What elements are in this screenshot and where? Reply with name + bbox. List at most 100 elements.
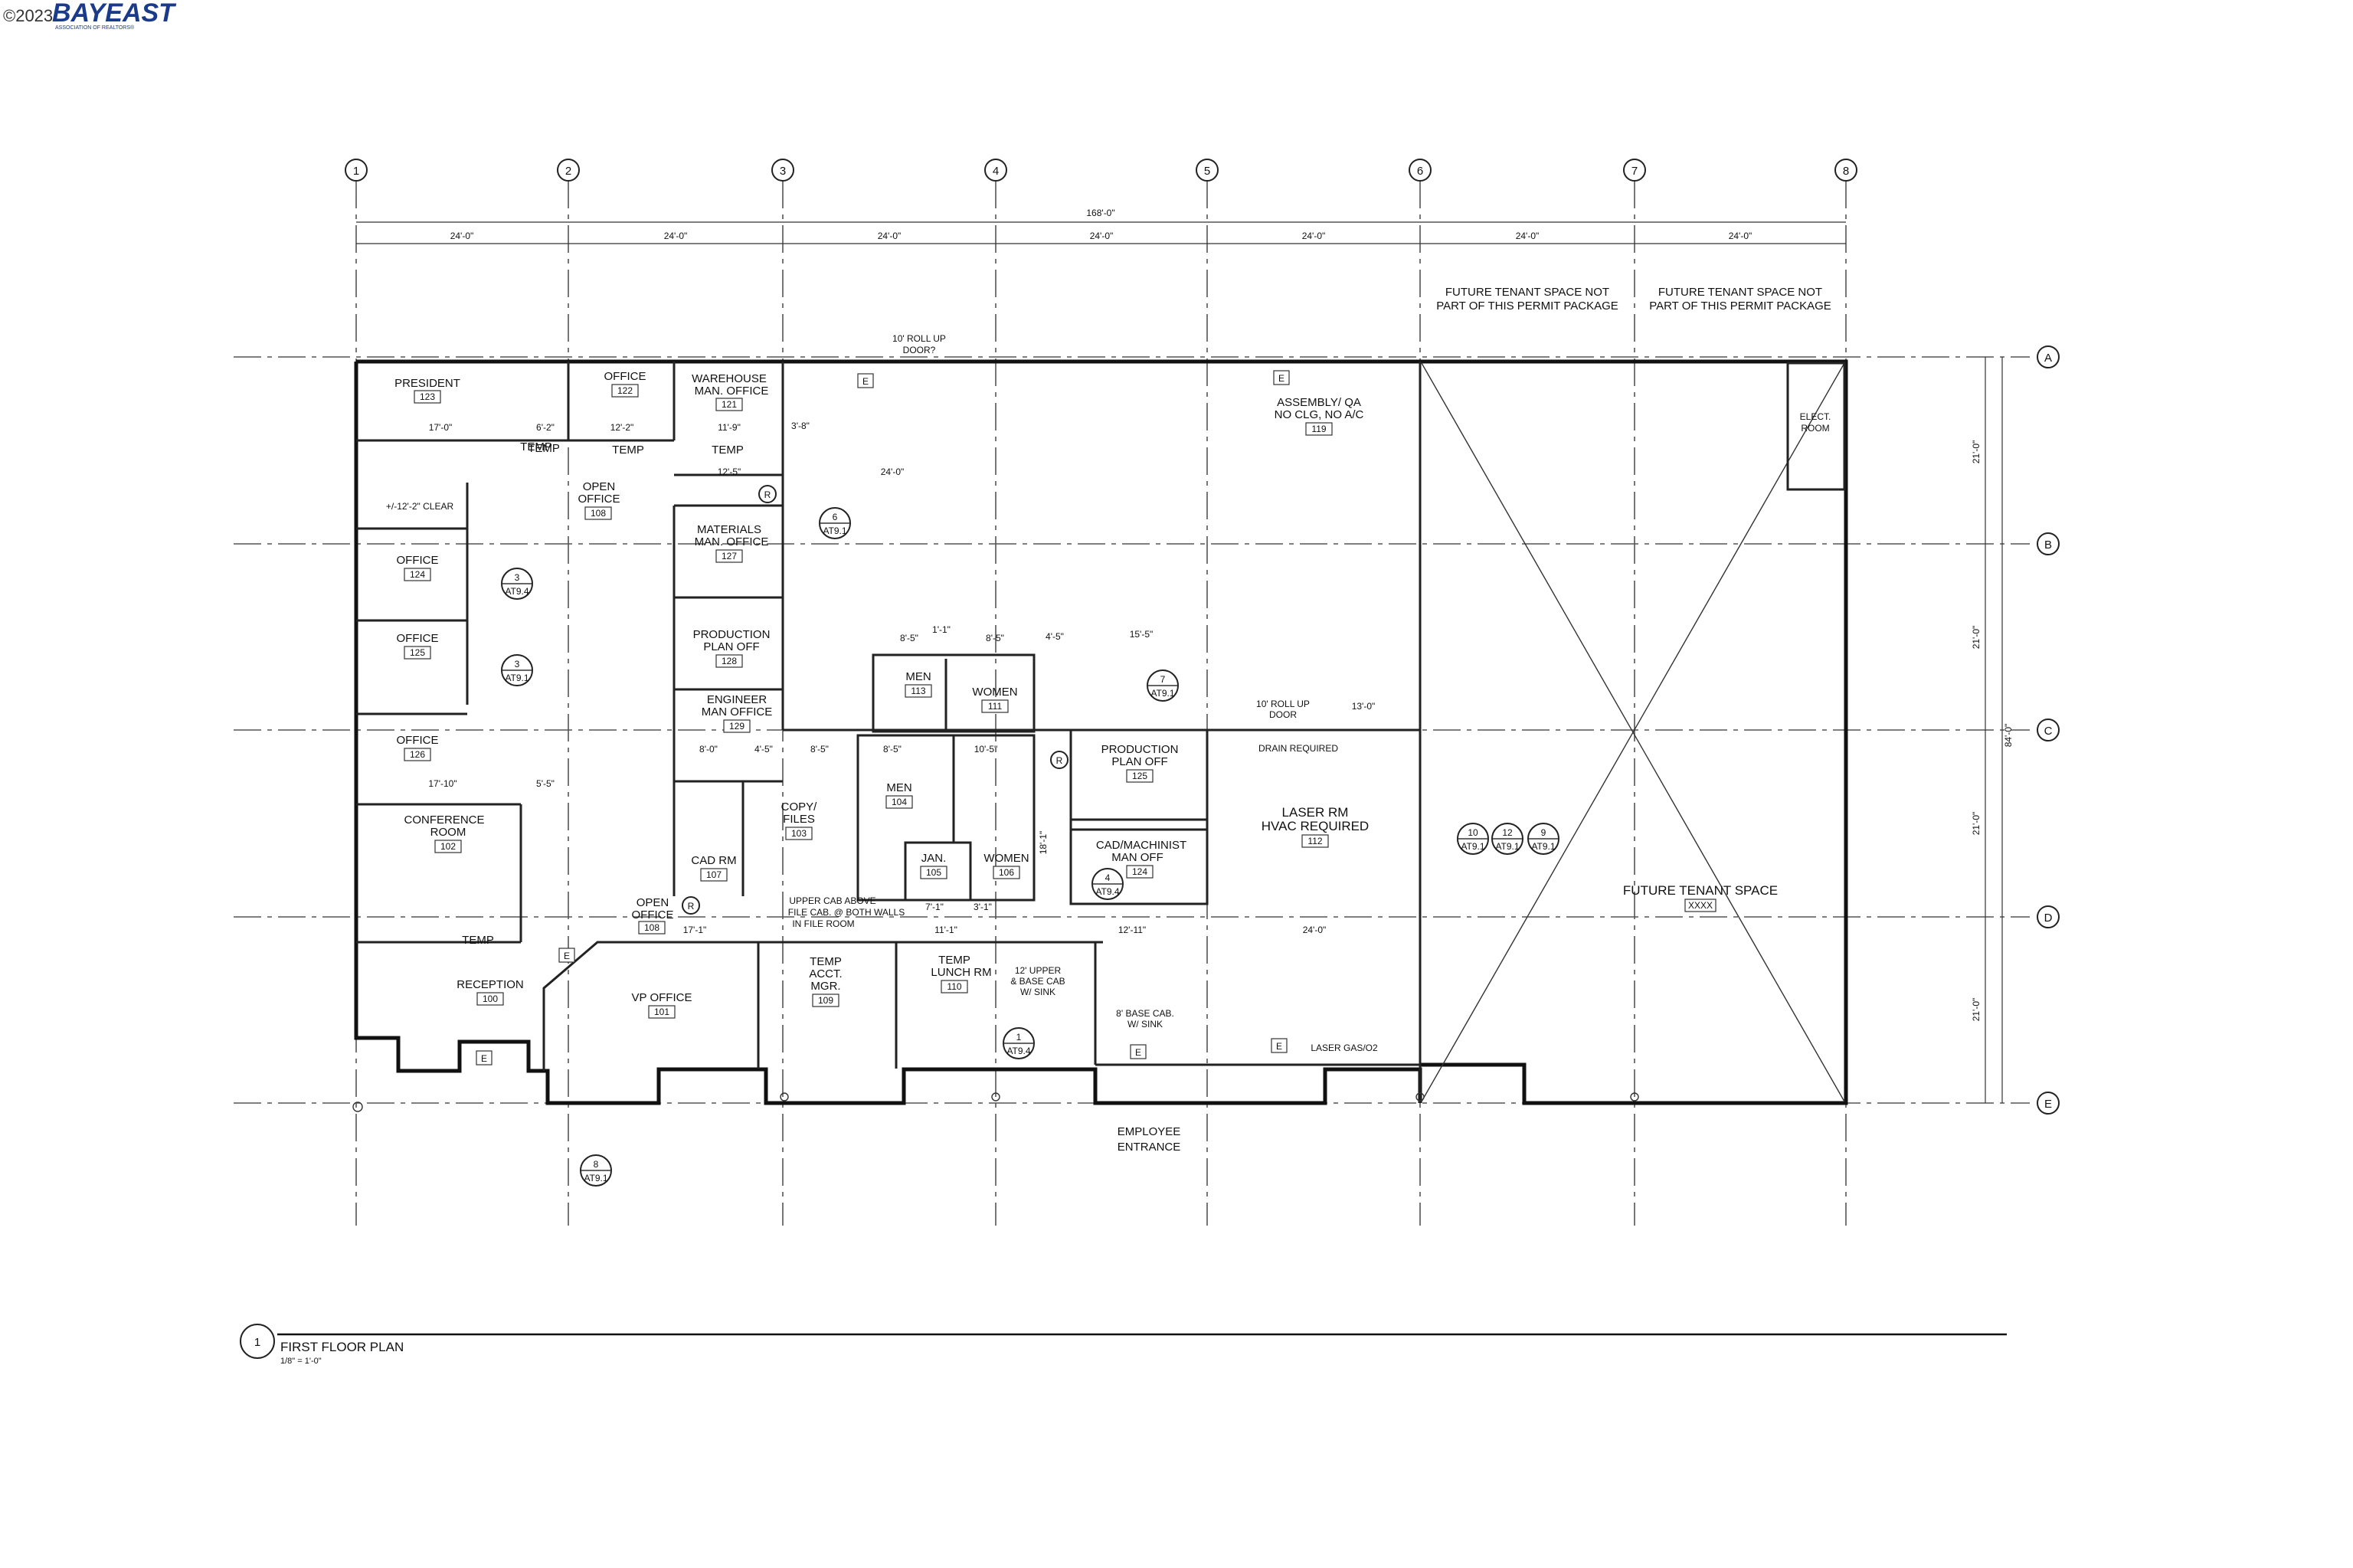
column-bubbles: 1 2 3 4 5 6 7 8: [345, 159, 1857, 182]
col-dim-6: 24'-0": [1516, 231, 1540, 241]
svg-text:HVAC REQUIRED: HVAC REQUIRED: [1262, 819, 1369, 833]
grid-bubble-A: [2037, 345, 2060, 368]
temp-label: TEMP: [520, 440, 552, 453]
svg-text:9: 9: [1541, 827, 1546, 838]
room-name-106: WOMEN: [983, 852, 1029, 865]
room-labels: PRESIDENT 123 OFFICE 122 WAREHOUSE MAN. …: [394, 370, 1778, 1019]
room-name-124: OFFICE: [397, 554, 439, 567]
room-name-123: PRESIDENT: [394, 377, 460, 390]
svg-text:17'-10": 17'-10": [428, 778, 457, 789]
grid-label-2: 2: [565, 165, 571, 178]
room-name-126: OFFICE: [397, 734, 439, 747]
svg-text:AT9.4: AT9.4: [1006, 1046, 1030, 1056]
svg-text:ASSEMBLY/ QA: ASSEMBLY/ QA: [1277, 396, 1361, 409]
svg-text:18'-1": 18'-1": [1038, 831, 1049, 855]
svg-text:TEMP: TEMP: [810, 955, 842, 968]
grid-bubble-4: [984, 159, 1007, 182]
interior-walls: [356, 362, 1420, 1071]
clear-note: +/-12'-2" CLEAR: [386, 501, 454, 512]
room-num-122: 122: [617, 385, 633, 396]
r-marker: R: [1056, 755, 1063, 766]
svg-text:7: 7: [1160, 674, 1166, 685]
room-num-105: 105: [926, 867, 941, 878]
roll-up-door-note-line2: DOOR?: [903, 345, 936, 355]
grid-bubble-E: [2037, 1092, 2060, 1115]
top-dimensions: 168'-0" 24'-0" 24'-0" 24'-0" 24'-0" 24'-…: [356, 208, 1846, 244]
svg-text:MAN OFFICE: MAN OFFICE: [702, 705, 773, 719]
upper-base-cab-line2: & BASE CAB: [1010, 976, 1065, 987]
e-marker: E: [481, 1053, 487, 1064]
room-name-125: OFFICE: [397, 632, 439, 645]
svg-text:6: 6: [833, 512, 838, 522]
svg-text:AT9.1: AT9.1: [1531, 841, 1555, 852]
svg-text:1: 1: [1016, 1032, 1022, 1043]
detail-ref-8: 8 AT9.1: [580, 1154, 612, 1187]
grid-label-D: D: [2044, 912, 2053, 925]
room-name-105: JAN.: [921, 852, 947, 865]
room-num-129: 129: [729, 721, 745, 732]
svg-text:10: 10: [1468, 827, 1478, 838]
svg-text:4'-5": 4'-5": [1046, 631, 1064, 642]
grid-label-E: E: [2044, 1098, 2052, 1111]
row-dim-3: 21'-0": [1971, 812, 1982, 836]
svg-text:24'-0": 24'-0": [881, 466, 905, 477]
grid-label-6: 6: [1417, 165, 1423, 178]
room-name-111: WOMEN: [972, 686, 1017, 699]
room-num-123: 123: [420, 391, 435, 402]
svg-text:11'-1": 11'-1": [934, 925, 957, 935]
grid-label-8: 8: [1843, 165, 1849, 178]
room-name-future: FUTURE TENANT SPACE: [1623, 883, 1778, 898]
row-dim-2: 21'-0": [1971, 626, 1982, 650]
svg-text:8: 8: [594, 1159, 599, 1170]
svg-text:10'-5": 10'-5": [974, 744, 998, 755]
room-num-126: 126: [410, 749, 425, 760]
grid-bubble-7: [1623, 159, 1646, 182]
svg-text:PLAN OFF: PLAN OFF: [1111, 755, 1167, 768]
svg-text:PRODUCTION: PRODUCTION: [1101, 743, 1179, 756]
grid-bubble-1: [345, 159, 368, 182]
temp-labels: TEMP TEMP TEMP TEMP TEMP: [462, 440, 744, 947]
room-num-119: 119: [1311, 424, 1326, 434]
grid-label-C: C: [2044, 725, 2053, 738]
overall-depth-dim: 84'-0": [2003, 724, 2014, 748]
svg-text:AT9.1: AT9.1: [505, 673, 529, 683]
room-num-108a: 108: [591, 508, 606, 519]
employee-entrance-line1: EMPLOYEE: [1118, 1125, 1181, 1138]
room-name-113: MEN: [905, 670, 931, 683]
svg-text:MAN. OFFICE: MAN. OFFICE: [695, 385, 769, 398]
room-num-125b: 125: [1132, 771, 1147, 781]
overall-width-dim: 168'-0": [1086, 208, 1114, 218]
temp-label: TEMP: [712, 444, 744, 457]
roll-up-door-laser-line1: 10' ROLL UP: [1256, 699, 1310, 709]
grid-bubble-6: [1409, 159, 1432, 182]
svg-text:12'-11": 12'-11": [1118, 925, 1146, 935]
future-note-2-line1: FUTURE TENANT SPACE NOT: [1658, 286, 1822, 299]
svg-text:MAN. OFFICE: MAN. OFFICE: [695, 535, 769, 548]
grid-label-3: 3: [780, 165, 786, 178]
roll-up-door-laser-line2: DOOR: [1269, 709, 1297, 720]
room-num-102: 102: [440, 841, 456, 852]
svg-text:12: 12: [1502, 827, 1513, 838]
svg-text:24'-0": 24'-0": [1303, 925, 1327, 935]
col-dim-1: 24'-0": [450, 231, 474, 241]
future-note-2-line2: PART OF THIS PERMIT PACKAGE: [1649, 300, 1831, 313]
col-dim-3: 24'-0": [878, 231, 902, 241]
future-note-1-line2: PART OF THIS PERMIT PACKAGE: [1436, 300, 1618, 313]
employee-entrance-line2: ENTRANCE: [1118, 1141, 1181, 1154]
room-num-106: 106: [999, 867, 1014, 878]
svg-text:8'-5": 8'-5": [986, 633, 1004, 643]
room-num-100: 100: [483, 994, 498, 1004]
grid-bubble-B: [2037, 532, 2060, 555]
grid-bubble-8: [1834, 159, 1857, 182]
svg-text:OFFICE: OFFICE: [632, 908, 674, 921]
title-block: 1 FIRST FLOOR PLAN 1/8" = 1'-0": [240, 1324, 2007, 1366]
room-name-100: RECEPTION: [457, 978, 524, 991]
room-num-113: 113: [911, 686, 925, 696]
room-num-109: 109: [818, 995, 833, 1006]
detail-ref-3a: 3 AT9.4: [501, 568, 533, 600]
room-dimension-labels: 17'-0" 6'-2" 12'-2" 11'-9" 3'-8" 12'-5" …: [428, 421, 1375, 935]
drawing-title: FIRST FLOOR PLAN: [280, 1340, 404, 1354]
room-num-124: 124: [410, 569, 425, 580]
room-name-101: VP OFFICE: [632, 991, 692, 1004]
svg-text:AT9.1: AT9.1: [584, 1173, 607, 1183]
